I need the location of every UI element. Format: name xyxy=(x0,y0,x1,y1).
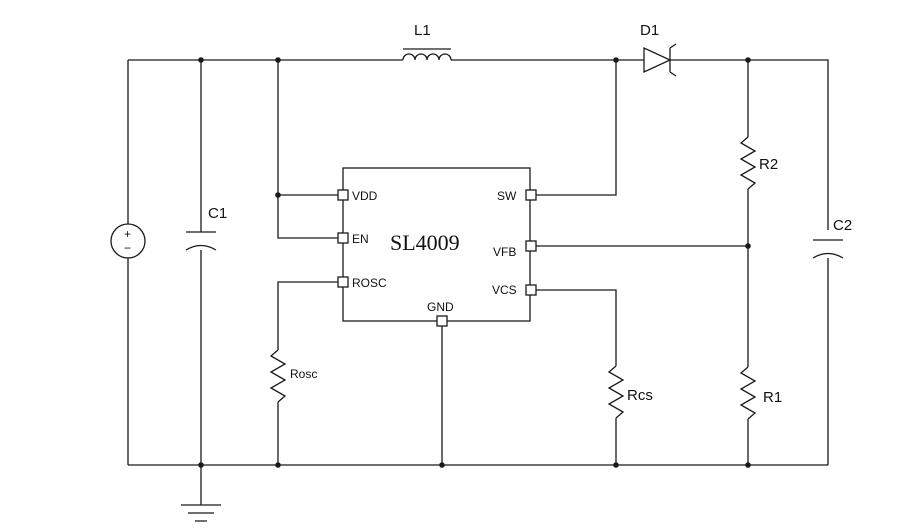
junction-dot xyxy=(275,192,281,198)
ic-sl4009: SL4009 VDD EN ROSC GND SW VFB VCS xyxy=(337,167,537,327)
rosc-label: Rosc xyxy=(290,367,317,381)
diode-label: D1 xyxy=(640,22,659,39)
wire-vcs xyxy=(536,289,617,366)
junction-dot xyxy=(745,462,751,468)
pin-vdd-label: VDD xyxy=(352,189,378,203)
pin-sw-box xyxy=(525,189,537,201)
diode-d1: D1 xyxy=(638,22,677,77)
pin-rosc-box xyxy=(337,276,349,288)
pin-sw-label: SW xyxy=(497,189,517,203)
c1-label: C1 xyxy=(208,205,227,222)
junction-dot xyxy=(745,243,751,249)
pin-gnd-box xyxy=(436,315,448,327)
wire-vdd-en xyxy=(277,60,338,239)
ground-symbol xyxy=(181,504,221,522)
wire-sw xyxy=(536,60,617,196)
resistor-icon xyxy=(739,366,757,420)
wires xyxy=(127,59,829,505)
pin-vfb-label: VFB xyxy=(493,245,516,259)
resistor-icon xyxy=(607,365,625,419)
diode-icon xyxy=(638,43,677,77)
source-plus: + xyxy=(124,227,131,241)
pin-en-box xyxy=(337,232,349,244)
inductor-label: L1 xyxy=(414,22,431,39)
resistor-icon xyxy=(739,136,757,190)
ic-body xyxy=(342,167,531,322)
resistor-icon xyxy=(269,349,287,403)
pin-vdd-box xyxy=(337,189,349,201)
voltage-source-icon xyxy=(110,223,146,259)
capacitor-c2: C2 xyxy=(812,217,852,259)
resistor-rcs: Rcs xyxy=(607,365,653,419)
capacitor-c1: C1 xyxy=(185,205,227,251)
junction-dot xyxy=(275,57,281,63)
resistor-rosc: Rosc xyxy=(269,349,317,403)
pin-vcs-label: VCS xyxy=(492,283,517,297)
junction-dot xyxy=(613,57,619,63)
junction-dot xyxy=(439,462,445,468)
pin-gnd-label: GND xyxy=(427,300,454,314)
junction-dot xyxy=(745,57,751,63)
r2-label: R2 xyxy=(759,156,778,173)
source-minus: − xyxy=(124,241,131,255)
resistor-r1: R1 xyxy=(739,366,782,420)
capacitor-icon xyxy=(812,239,844,259)
resistor-r2: R2 xyxy=(739,136,778,190)
pin-en-label: EN xyxy=(352,232,369,246)
inductor-l1: L1 xyxy=(402,22,452,61)
ic-name: SL4009 xyxy=(390,230,460,255)
inductor-icon xyxy=(402,53,452,61)
junction-dot xyxy=(198,57,204,63)
rcs-label: Rcs xyxy=(627,387,653,404)
pin-rosc-label: ROSC xyxy=(352,276,387,290)
c2-label: C2 xyxy=(833,217,852,234)
wire-rosc xyxy=(277,281,338,350)
r1-label: R1 xyxy=(763,389,782,406)
wire-top-right xyxy=(676,59,829,230)
pin-vcs-box xyxy=(525,284,537,296)
ground-icon xyxy=(181,504,221,522)
junction-dot xyxy=(613,462,619,468)
junction-dot xyxy=(275,462,281,468)
capacitor-icon xyxy=(185,231,217,251)
pin-vfb-box xyxy=(525,240,537,252)
voltage-source: + − xyxy=(110,223,146,259)
junction-dot xyxy=(198,462,204,468)
junctions xyxy=(198,57,751,468)
